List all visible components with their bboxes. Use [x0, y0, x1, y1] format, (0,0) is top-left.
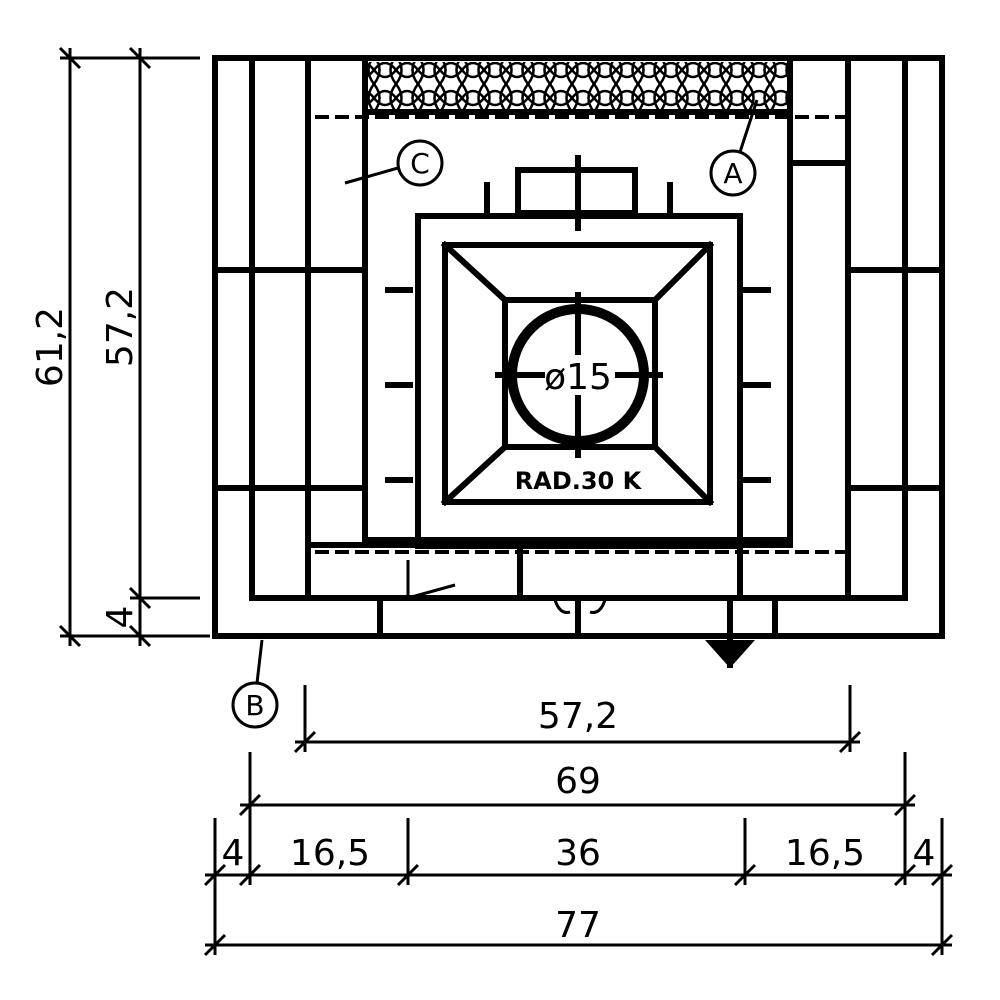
dim-left-edge: 4	[222, 833, 245, 874]
fireplace-body	[212, 55, 945, 668]
callout-b: B	[231, 639, 279, 729]
horizontal-dimensions	[203, 685, 954, 957]
callout-c: C	[344, 139, 444, 187]
dim-mid-width: 69	[555, 761, 601, 802]
dim-right-edge: 4	[913, 833, 936, 874]
dim-total-height: 61,2	[30, 307, 71, 387]
dim-center: 36	[555, 833, 601, 874]
dim-inner-width: 57,2	[538, 696, 618, 737]
svg-text:C: C	[410, 147, 430, 180]
svg-text:B: B	[245, 689, 264, 722]
vertical-dimensions	[58, 46, 210, 648]
dim-base-height: 4	[100, 606, 141, 629]
insulation-band	[368, 62, 788, 112]
svg-text:A: A	[723, 157, 742, 190]
pipe-diameter-label: ø15	[544, 357, 612, 398]
fireplace-insert: ø15 RAD.30 K	[385, 155, 771, 549]
callout-a: A	[709, 99, 759, 197]
dim-right-side: 16,5	[785, 833, 865, 874]
dim-total-width: 77	[555, 905, 601, 946]
dim-inner-height: 57,2	[100, 287, 141, 367]
radiator-label: RAD.30 K	[515, 467, 643, 495]
dim-left-side: 16,5	[290, 833, 370, 874]
